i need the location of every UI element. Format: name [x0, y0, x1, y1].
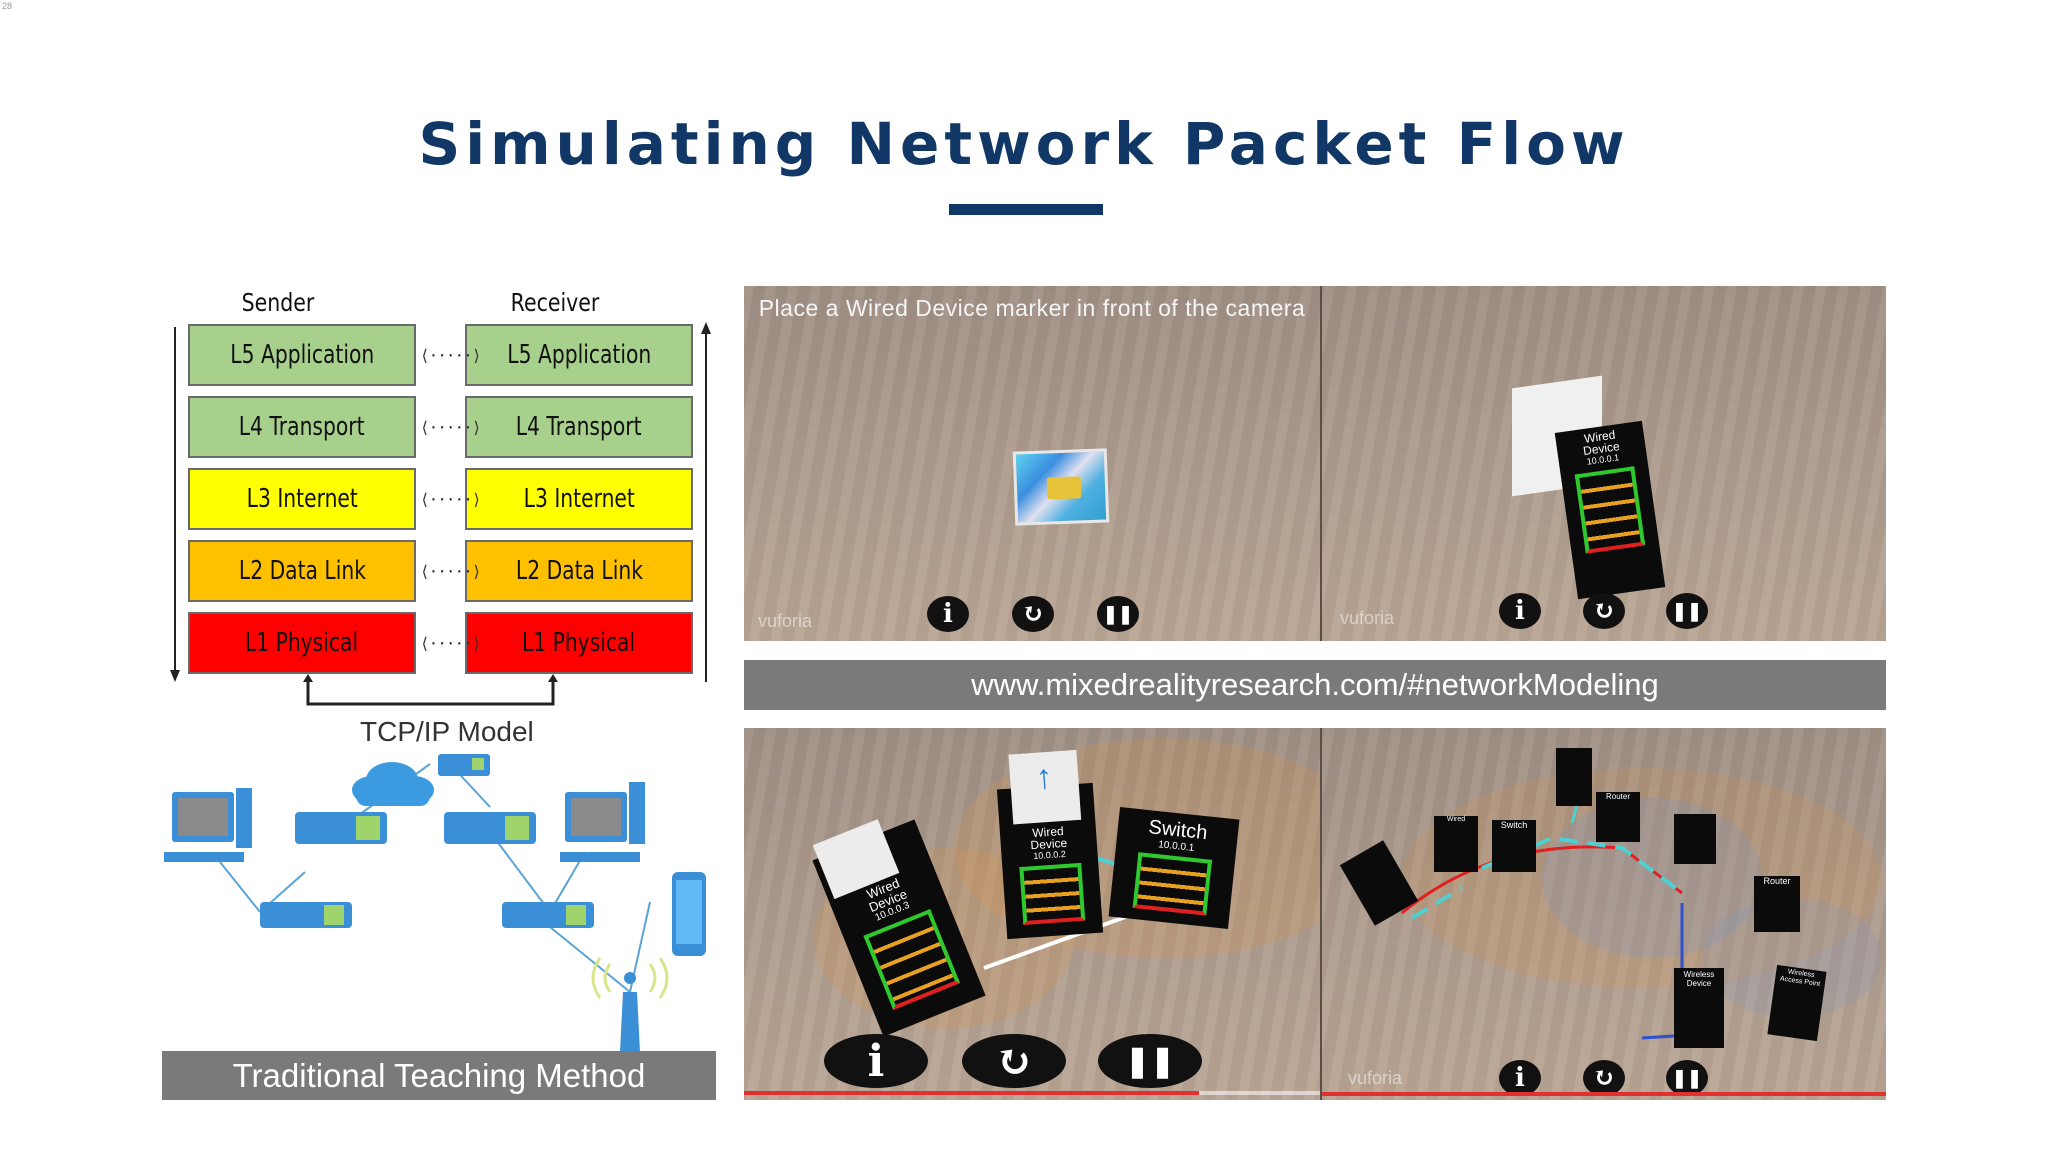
flow-arrows — [170, 322, 711, 706]
project-url-link[interactable]: www.mixedrealityresearch.com/#networkMod… — [744, 660, 1886, 710]
switch-icon — [260, 902, 352, 928]
switch-icon — [438, 754, 490, 776]
info-button[interactable]: i — [824, 1034, 928, 1088]
wired-device-card-2: ↑ Wired Device 10.0.0.2 — [996, 749, 1104, 940]
vuforia-watermark: vuforia — [758, 611, 813, 631]
phone-icon — [672, 872, 706, 956]
sender-layer-l1: L1 Physical — [188, 612, 416, 674]
computer-icon — [164, 788, 252, 862]
slide-number: 28 — [2, 1, 13, 11]
router-card-1: Router — [1596, 792, 1640, 842]
switch-card-right: Switch — [1492, 820, 1536, 872]
replay-button[interactable]: ↻ — [1012, 596, 1054, 632]
antenna-icon — [591, 957, 669, 1052]
receiver-layer-l5: L5 Application — [465, 324, 693, 386]
switch-icon — [295, 812, 387, 844]
switch-icon — [502, 902, 594, 928]
pause-button[interactable]: ❚❚ — [1098, 1034, 1202, 1088]
receiver-layer-l3: L3 Internet — [465, 468, 693, 530]
sender-layer-l3: L3 Internet — [188, 468, 416, 530]
vuforia-watermark: vuforia — [1348, 1068, 1403, 1088]
info-button[interactable]: i — [1499, 1060, 1541, 1096]
replay-button[interactable]: ↻ — [1583, 593, 1625, 629]
info-button[interactable]: i — [1499, 593, 1541, 629]
video-buffer-bar — [1199, 1091, 1320, 1095]
info-button[interactable]: i — [927, 596, 969, 632]
video-progress-bar[interactable] — [1322, 1092, 1886, 1096]
network-topology-illustration — [164, 754, 706, 1052]
vuforia-watermark: vuforia — [1340, 608, 1395, 628]
replay-button[interactable]: ↻ — [962, 1034, 1066, 1088]
sender-label: Sender — [241, 288, 315, 317]
video-frame-top[interactable]: Place a Wired Device marker in front of … — [744, 286, 1886, 641]
sender-layer-l4: L4 Transport — [188, 396, 416, 458]
wired-device-card-top: Wired Device 10.0.0.1 — [1554, 420, 1666, 600]
cloud-icon — [352, 762, 434, 806]
computer-icon — [560, 782, 645, 862]
cloud-card — [1674, 814, 1716, 864]
receiver-layer-l1: L1 Physical — [465, 612, 693, 674]
title-underline — [949, 204, 1103, 215]
switch-card: Switch 10.0.0.1 — [1108, 807, 1240, 929]
receiver-label: Receiver — [510, 288, 600, 317]
tcp-ip-diagram: Sender Receiver L5 Application L4 Transp… — [160, 282, 720, 1102]
pause-button[interactable]: ❚❚ — [1666, 1060, 1708, 1096]
receiver-layer-l2: L2 Data Link — [465, 540, 693, 602]
ar-marker-image — [1012, 448, 1110, 526]
pause-button[interactable]: ❚❚ — [1097, 596, 1139, 632]
receiver-layer-l4: L4 Transport — [465, 396, 693, 458]
video-progress-bar[interactable] — [744, 1091, 1199, 1095]
tcp-model-label: TCP/IP Model — [360, 716, 534, 747]
switch-icon — [444, 812, 536, 844]
sender-layer-l2: L2 Data Link — [188, 540, 416, 602]
pause-button[interactable]: ❚❚ — [1666, 593, 1708, 629]
video-frame-bottom[interactable]: Wired Device 10.0.0.3 ↑ Wired Device 10.… — [744, 728, 1886, 1100]
frame-divider — [1320, 286, 1322, 641]
router-card-2: Router — [1754, 876, 1800, 932]
replay-button[interactable]: ↻ — [1583, 1060, 1625, 1096]
traditional-teaching-label: Traditional Teaching Method — [162, 1051, 716, 1100]
wired-device-card-right3 — [1556, 748, 1592, 806]
sender-layer-l5: L5 Application — [188, 324, 416, 386]
page-title: Simulating Network Packet Flow — [418, 110, 1630, 178]
ar-instruction-text: Place a Wired Device marker in front of … — [758, 295, 1306, 321]
frame-divider — [1320, 728, 1322, 1100]
packet-flow-scene-right — [1401, 767, 1882, 1040]
wired-device-card-right2: Wired — [1434, 816, 1478, 872]
